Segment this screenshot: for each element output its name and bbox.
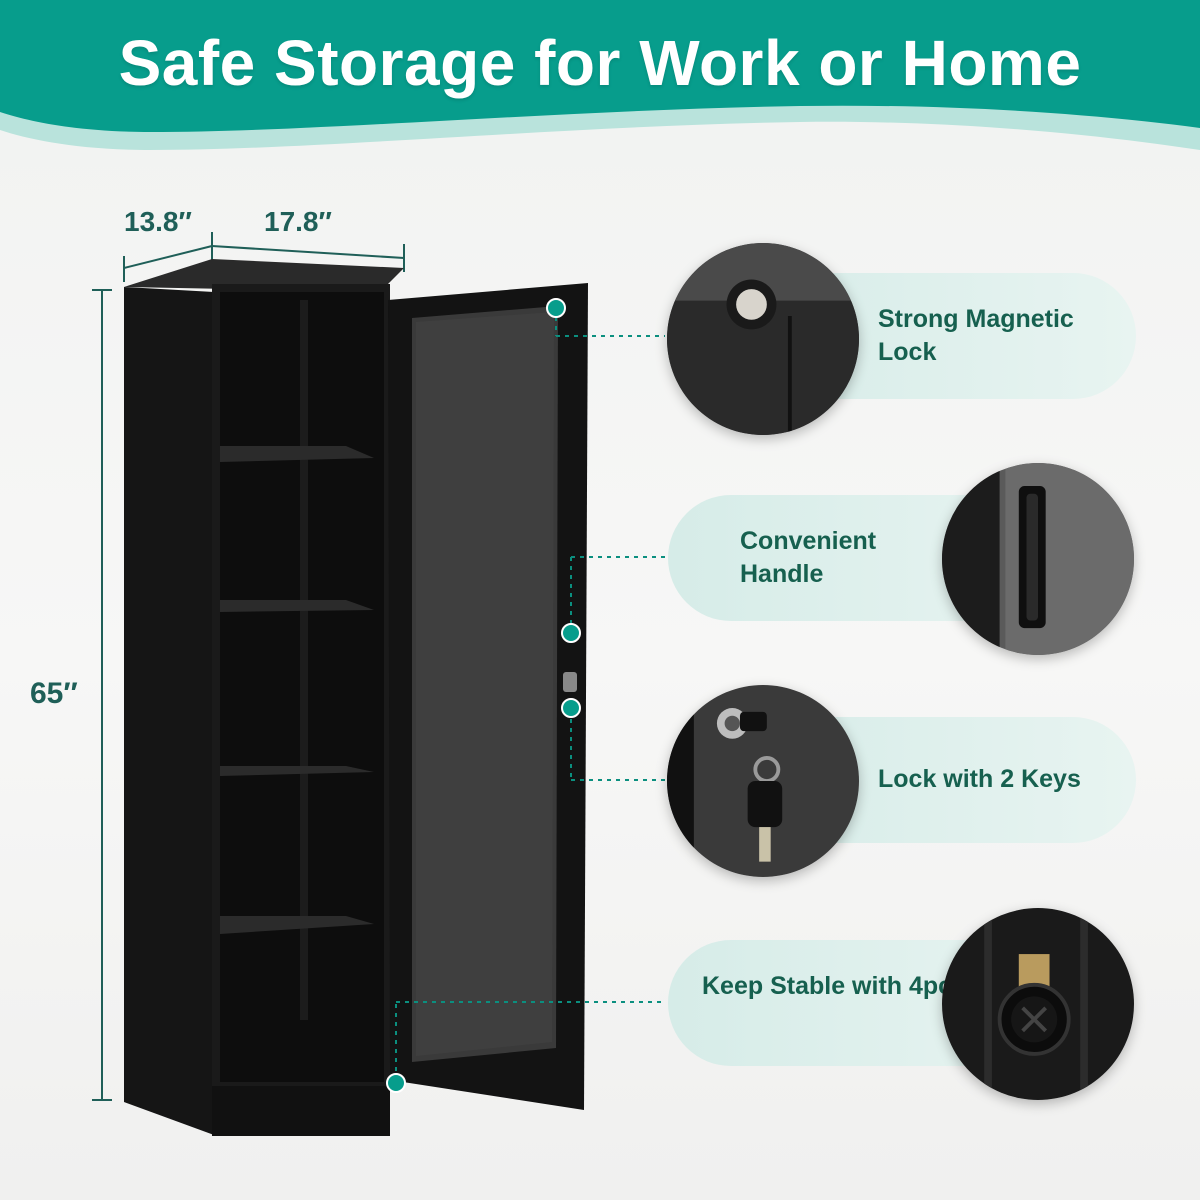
cabinet-base: [212, 1086, 390, 1136]
cabinet-top: [124, 259, 404, 292]
feature-label: Convenient Handle: [740, 527, 877, 588]
dimension-lines: [92, 232, 405, 1101]
cabinet-door-glass: [412, 306, 558, 1062]
feature-label: Lock with 2 Keys: [878, 765, 1081, 793]
feature-label: Keep Stable with 4pc Levelers: [702, 972, 1068, 1000]
header-band: [0, 0, 1200, 150]
callout-connectors: [395, 308, 665, 1080]
leveler-closeup-icon: [942, 908, 1134, 1100]
key-lock-closeup-icon: [667, 685, 859, 877]
depth-label: 13.8″: [124, 206, 192, 237]
door-lock: [563, 672, 577, 692]
magnetic-lock-closeup-icon: [667, 243, 859, 435]
handle-closeup-icon: [942, 463, 1134, 655]
height-label: 65″: [30, 677, 78, 710]
shelves: [220, 446, 374, 934]
callout-dots: [386, 298, 581, 1093]
width-label: 17.8″: [264, 206, 332, 237]
feature-label: Strong Magnetic Lock: [878, 305, 1074, 366]
cabinet-side: [124, 287, 214, 1135]
page-title: Safe Storage for Work or Home: [118, 27, 1082, 99]
